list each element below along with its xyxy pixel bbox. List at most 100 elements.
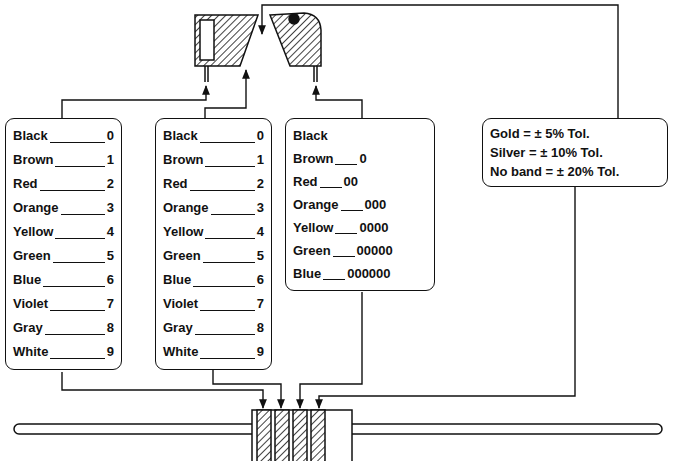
code-value: 000000	[347, 262, 390, 285]
code-value: 3	[107, 196, 114, 220]
color-name: Yellow	[293, 216, 333, 239]
table-row: Blue 6	[13, 268, 114, 292]
color-name: Blue	[163, 268, 191, 292]
leader-rule	[320, 187, 342, 188]
color-name: Blue	[13, 268, 41, 292]
table-row: Orange3	[163, 196, 264, 220]
table-row: Red 00	[293, 170, 427, 193]
code-value: 6	[107, 268, 114, 292]
leader-rule	[195, 334, 255, 335]
leader-rule	[205, 166, 254, 167]
leader-rule	[50, 142, 105, 143]
table-row: Yellow 4	[13, 220, 114, 244]
multiplier-table: BlackBrown0Red 00Orange 000Yellow 0000Green…	[285, 118, 435, 291]
table-row: Yellow 4	[163, 220, 264, 244]
code-value: 8	[107, 316, 114, 340]
code-value: 0	[107, 124, 114, 148]
leader-rule	[190, 190, 255, 191]
code-value: 000	[365, 193, 387, 216]
table-row: Orange 000	[293, 193, 427, 216]
leader-rule	[53, 262, 105, 263]
leader-rule	[193, 286, 255, 287]
leader-rule	[333, 256, 355, 257]
leader-rule	[55, 238, 104, 239]
table-row: Orange 3	[13, 196, 114, 220]
leader-rule	[61, 214, 105, 215]
table-row: Brown 1	[13, 148, 114, 172]
color-name: Silver = ± 10% Tol.	[490, 143, 603, 162]
code-value: 00	[344, 170, 358, 193]
table-row: Black0	[13, 124, 114, 148]
color-name: Brown	[163, 148, 203, 172]
color-name: White	[13, 340, 48, 364]
table-row: Silver = ± 10% Tol.	[490, 143, 660, 162]
code-value: 5	[257, 244, 264, 268]
table-row: Blue000000	[293, 262, 427, 285]
color-name: Yellow	[13, 220, 53, 244]
leader-rule	[335, 233, 357, 234]
color-name: Violet	[13, 292, 48, 316]
resistor-cross-section	[195, 13, 321, 82]
table-row: Violet 7	[13, 292, 114, 316]
code-value: 5	[107, 244, 114, 268]
code-value: 7	[257, 292, 264, 316]
leader-rule	[50, 310, 105, 311]
color-name: Green	[163, 244, 201, 268]
table-row: Green 5	[163, 244, 264, 268]
leader-rule	[50, 358, 104, 359]
color-name: Green	[13, 244, 51, 268]
code-value: 1	[107, 148, 114, 172]
code-value: 8	[257, 316, 264, 340]
code-value: 9	[257, 340, 264, 364]
leader-rule	[335, 164, 357, 165]
color-name: No band = ± 20% Tol.	[490, 162, 619, 181]
table-row: Yellow 0000	[293, 216, 427, 239]
code-value: 0	[359, 147, 366, 170]
leader-rule	[200, 358, 254, 359]
table-row: Blue 6	[163, 268, 264, 292]
color-name: Orange	[163, 196, 209, 220]
code-value: 2	[107, 172, 114, 196]
table-row: Brown0	[293, 147, 427, 170]
code-value: 1	[257, 148, 264, 172]
color-name: Red	[293, 170, 318, 193]
second-digit-table: Black0Brown1Red2Orange3Yellow4Green5Blue…	[155, 118, 272, 370]
color-name: Gray	[163, 316, 193, 340]
color-name: Red	[163, 172, 188, 196]
color-name: Brown	[13, 148, 53, 172]
color-name: Violet	[163, 292, 198, 316]
code-value: 4	[257, 220, 264, 244]
color-name: Green	[293, 239, 331, 262]
color-name: Black	[293, 124, 328, 147]
code-value: 2	[257, 172, 264, 196]
code-value: 00000	[357, 239, 393, 262]
code-value: 7	[107, 292, 114, 316]
color-name: Orange	[293, 193, 339, 216]
code-value: 0000	[359, 216, 388, 239]
table-row: Brown 1	[163, 148, 264, 172]
leader-rule	[200, 142, 255, 143]
leader-rule	[43, 286, 105, 287]
color-name: Orange	[13, 196, 59, 220]
tolerance-table: Gold = ± 5% Tol.Silver = ± 10% Tol.No ba…	[482, 118, 668, 187]
code-value: 6	[257, 268, 264, 292]
code-value: 4	[107, 220, 114, 244]
leader-rule	[45, 334, 105, 335]
table-row: Gold = ± 5% Tol.	[490, 124, 660, 143]
first-digit-table: Black0Brown1Red2Orange3Yellow4Green5Blue…	[5, 118, 122, 370]
leader-rule	[205, 238, 254, 239]
code-value: 9	[107, 340, 114, 364]
leader-rule	[200, 310, 255, 311]
table-row: Violet 7	[163, 292, 264, 316]
color-name: Yellow	[163, 220, 203, 244]
code-value: 0	[257, 124, 264, 148]
leader-rule	[211, 214, 255, 215]
color-name: Red	[13, 172, 38, 196]
leader-rule	[341, 210, 363, 211]
banded-resistor	[14, 410, 662, 461]
color-name: Black	[163, 124, 198, 148]
leader-rule	[55, 166, 104, 167]
color-name: Gold = ± 5% Tol.	[490, 124, 590, 143]
table-row: No band = ± 20% Tol.	[490, 162, 660, 181]
